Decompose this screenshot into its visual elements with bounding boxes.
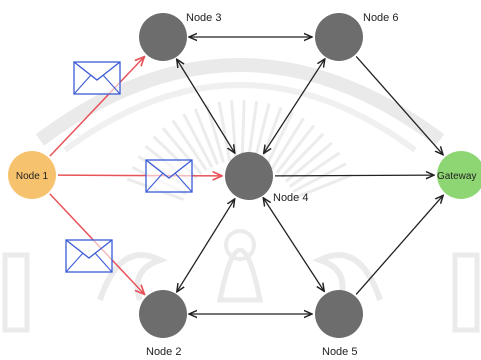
envelope-icon <box>145 159 193 193</box>
node5-node: Node 5 <box>315 290 363 358</box>
gateway-label: Gateway <box>437 171 476 182</box>
node4-circle <box>225 152 273 200</box>
node6-label: Node 6 <box>363 12 398 24</box>
watermark-ray <box>292 162 347 194</box>
node2-circle <box>139 290 187 338</box>
node3-circle <box>139 13 187 61</box>
watermark-ray <box>288 151 341 188</box>
watermark-ray <box>295 173 352 199</box>
watermark-ray <box>253 103 271 163</box>
gateway-circle <box>437 151 481 199</box>
node4-label: Node 4 <box>273 192 308 204</box>
node2-node: Node 2 <box>139 290 187 358</box>
edge-node6-node4 <box>264 59 325 154</box>
node2-label: Node 2 <box>146 346 181 358</box>
node4-node: Node 4 <box>225 152 308 204</box>
node5-circle <box>315 290 363 338</box>
edge-node2-node4 <box>177 199 235 292</box>
edge-node1-node3 <box>49 57 145 157</box>
envelope-icon <box>65 239 113 273</box>
node5-label: Node 5 <box>322 346 357 358</box>
edge-node3-node4 <box>177 59 235 153</box>
node3-label: Node 3 <box>186 12 221 24</box>
edge-node5-gateway <box>355 195 443 295</box>
node6-circle <box>315 13 363 61</box>
node1-circle <box>8 151 56 199</box>
edge-node6-gateway <box>355 56 443 154</box>
edge-node1-node4 <box>57 175 222 176</box>
edge-node4-node5 <box>263 198 324 292</box>
node3-node: Node 3 <box>139 12 221 61</box>
envelopes <box>65 61 193 273</box>
watermark-ray <box>240 100 246 161</box>
envelope-icon <box>73 61 121 95</box>
gateway-node: Gateway <box>437 151 481 199</box>
edges <box>49 37 443 314</box>
node6-node: Node 6 <box>315 12 398 61</box>
edge-node4-gateway <box>274 175 434 176</box>
node1-label: Node 1 <box>16 171 49 182</box>
node1-node: Node 1 <box>8 151 56 199</box>
watermark-ray <box>246 100 259 161</box>
